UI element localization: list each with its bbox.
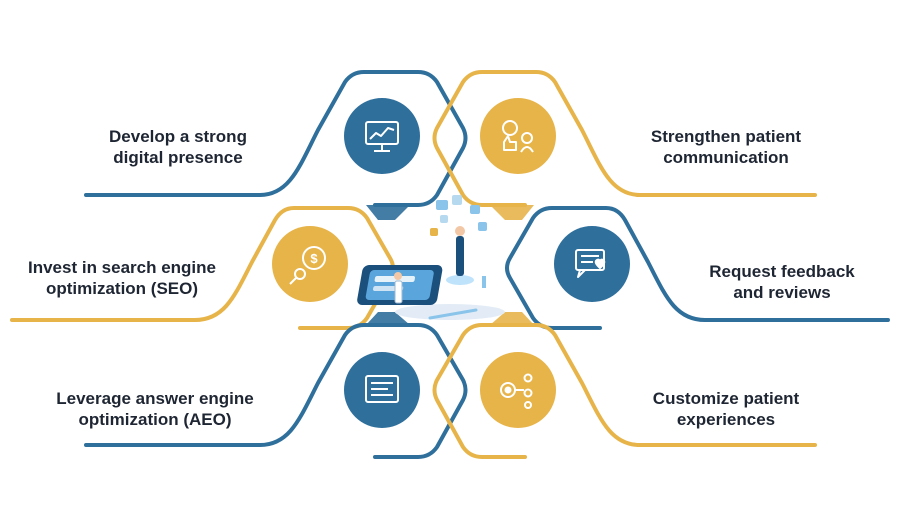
label-line: Invest in search engine bbox=[27, 258, 216, 277]
label-line: Strengthen patient bbox=[650, 127, 802, 146]
label-line: Develop a strong bbox=[109, 127, 247, 146]
hex-outline-digital-presence bbox=[84, 70, 468, 207]
smartphone-doctors-illustration-icon bbox=[357, 195, 505, 320]
label-line: Request feedback bbox=[709, 262, 855, 281]
icon-circle-patient-communication bbox=[480, 98, 556, 174]
chat-thumbs-up-icon bbox=[502, 120, 534, 153]
label-line: experiences bbox=[676, 410, 776, 429]
hex-outline-feedback-reviews bbox=[505, 206, 890, 330]
label-line: optimization (SEO) bbox=[45, 279, 199, 298]
label-line: digital presence bbox=[113, 148, 243, 167]
label-aeo: Leverage answer engine optimization (AEO… bbox=[35, 388, 275, 430]
connector-wedge bbox=[366, 205, 410, 220]
connector-wedge bbox=[490, 312, 534, 325]
label-seo: Invest in search engine optimization (SE… bbox=[2, 257, 242, 299]
label-line: Customize patient bbox=[652, 389, 800, 408]
hex-outline-patient-experiences bbox=[432, 323, 817, 459]
connector-wedge bbox=[490, 205, 534, 220]
review-chat-heart-icon bbox=[575, 249, 606, 278]
answer-list-icon bbox=[365, 375, 399, 403]
label-patient-communication: Strengthen patient communication bbox=[606, 126, 846, 168]
label-patient-experiences: Customize patient experiences bbox=[606, 388, 846, 430]
label-line: and reviews bbox=[733, 283, 831, 302]
label-line: optimization (AEO) bbox=[78, 410, 232, 429]
hex-outline-aeo bbox=[84, 323, 468, 459]
icon-circle-feedback-reviews bbox=[554, 226, 630, 302]
label-digital-presence: Develop a strong digital presence bbox=[58, 126, 298, 168]
connector-wedge bbox=[366, 312, 410, 325]
analytics-monitor-icon bbox=[365, 121, 399, 152]
money-gear-search-icon: $ bbox=[289, 246, 326, 285]
people-gear-icon bbox=[500, 373, 533, 409]
label-feedback-reviews: Request feedback and reviews bbox=[662, 261, 900, 303]
hex-outline-patient-communication bbox=[432, 70, 817, 207]
label-line: Leverage answer engine bbox=[56, 389, 254, 408]
svg-text:$: $ bbox=[310, 251, 318, 266]
label-line: communication bbox=[663, 148, 789, 167]
hex-outline-seo bbox=[10, 206, 395, 330]
